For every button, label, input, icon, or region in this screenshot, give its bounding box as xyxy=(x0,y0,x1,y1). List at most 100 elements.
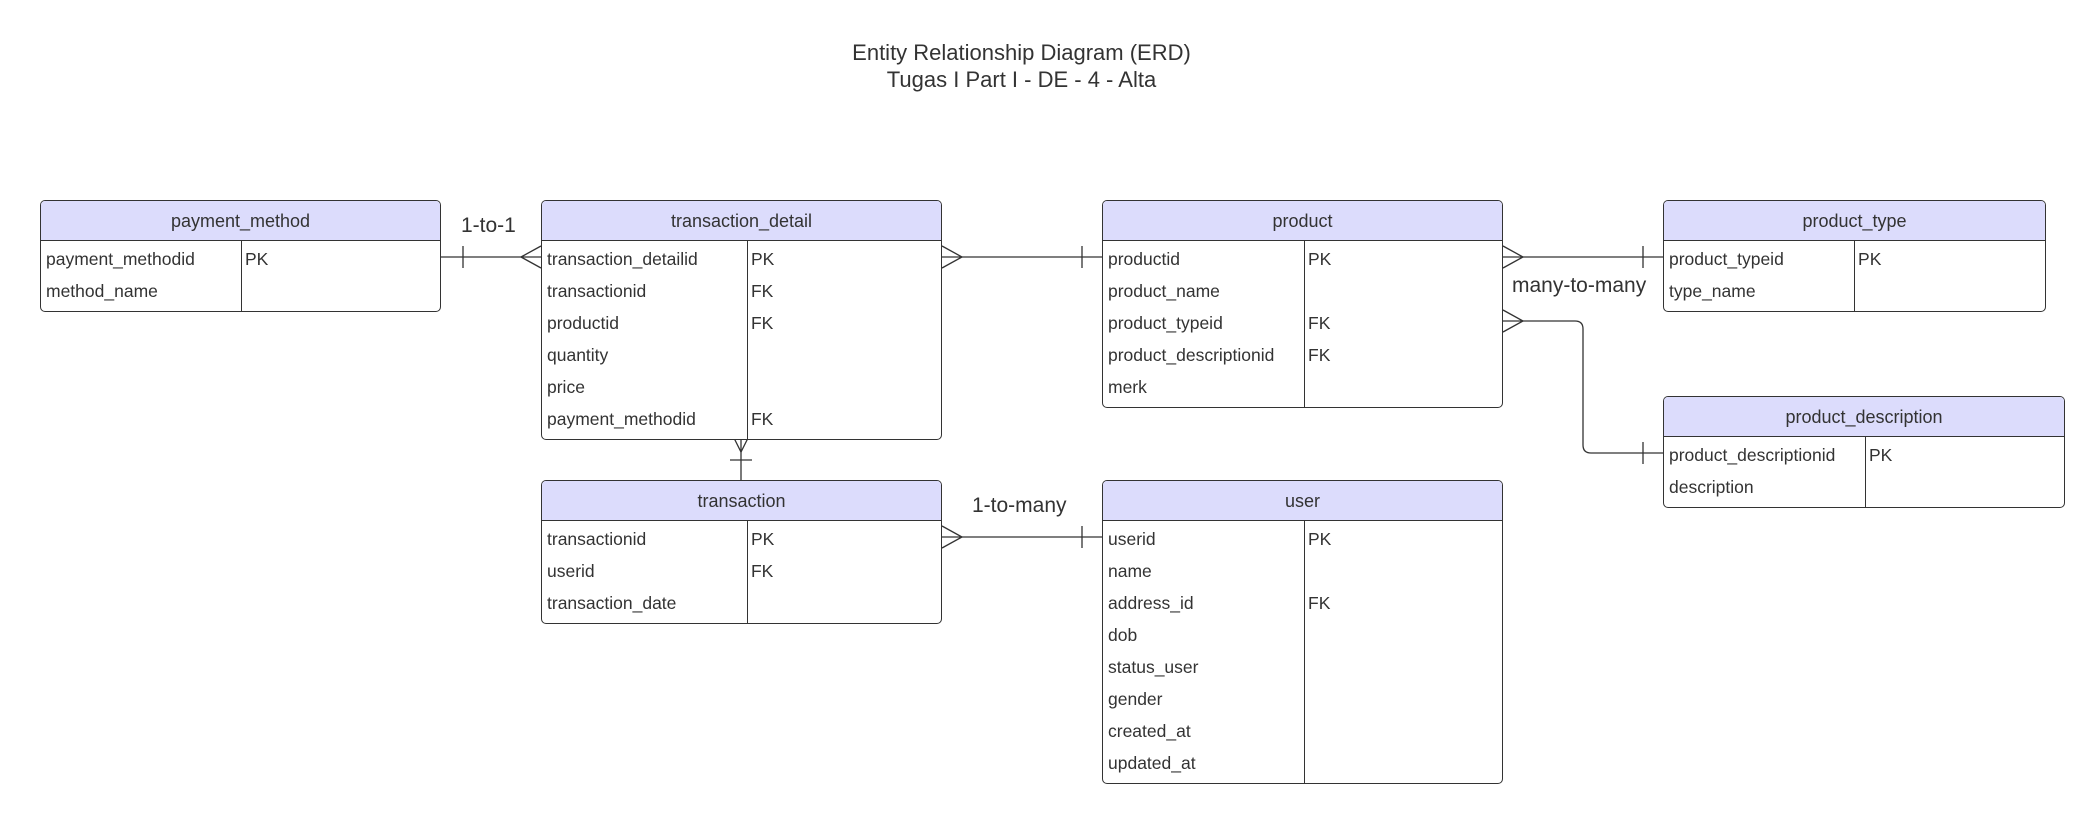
column-divider xyxy=(1304,241,1305,407)
field-name: created_at xyxy=(1108,721,1191,741)
field-key: FK xyxy=(750,313,774,333)
entity-body: payment_methodid PK method_name xyxy=(41,241,440,311)
field-key xyxy=(1303,555,1502,587)
connector-product-to-description xyxy=(1503,320,1663,454)
field-name: userid xyxy=(547,561,595,581)
entity-row[interactable]: status_user xyxy=(1103,651,1502,683)
field-name: method_name xyxy=(46,281,158,301)
entity-row[interactable]: transactionid PK xyxy=(542,523,941,555)
column-divider xyxy=(1304,521,1305,783)
field-name: transactionid xyxy=(547,529,647,549)
field-name: quantity xyxy=(547,345,609,365)
crowfoot-marker xyxy=(941,245,964,269)
field-name: transaction_detailid xyxy=(547,249,698,269)
field-key xyxy=(746,587,941,619)
crowfoot-marker xyxy=(941,525,964,549)
field-name: dob xyxy=(1108,625,1138,645)
field-name: status_user xyxy=(1108,657,1199,677)
entity-body: product_descriptionid PK description xyxy=(1664,437,2064,507)
field-key xyxy=(1303,651,1502,683)
entity-row[interactable]: gender xyxy=(1103,683,1502,715)
crowfoot-marker xyxy=(1502,245,1525,269)
entity-row[interactable]: transaction_date xyxy=(542,587,941,619)
field-key xyxy=(1303,619,1502,651)
entity-row[interactable]: payment_methodid PK xyxy=(41,243,440,275)
field-key: PK xyxy=(1858,249,1882,269)
field-key: PK xyxy=(1308,249,1332,269)
field-key: PK xyxy=(750,249,775,269)
field-name: product_typeid xyxy=(1669,249,1784,269)
field-key: FK xyxy=(1308,313,1331,333)
entity-body: transactionid PK userid FK transaction_date xyxy=(542,521,941,623)
field-key: PK xyxy=(1869,445,1893,465)
field-name: gender xyxy=(1108,689,1163,709)
entity-header: product xyxy=(1103,201,1502,241)
entity-row[interactable]: updated_at xyxy=(1103,747,1502,779)
field-name: merk xyxy=(1108,377,1147,397)
field-name: transactionid xyxy=(547,281,647,301)
field-key xyxy=(1303,371,1502,403)
entity-row[interactable]: productid FK xyxy=(542,307,941,339)
field-key xyxy=(1303,275,1502,307)
entity-header: payment_method xyxy=(41,201,440,241)
column-divider xyxy=(1854,241,1855,311)
field-key xyxy=(746,339,941,371)
entity-row[interactable]: product_typeid FK xyxy=(1103,307,1502,339)
entity-row[interactable]: created_at xyxy=(1103,715,1502,747)
label-many-to-many: many-to-many xyxy=(1512,274,1647,297)
entity-row[interactable]: product_typeid PK xyxy=(1664,243,2045,275)
diagram-title: Entity Relationship Diagram (ERD) xyxy=(852,40,1191,65)
entity-row[interactable]: product_descriptionid PK xyxy=(1664,439,2064,471)
entity-row[interactable]: name xyxy=(1103,555,1502,587)
field-key: PK xyxy=(245,249,269,269)
field-name: userid xyxy=(1108,529,1156,549)
column-divider xyxy=(1865,437,1866,507)
field-name: product_descriptionid xyxy=(1669,445,1836,465)
field-name: product_typeid xyxy=(1108,313,1223,333)
field-key: FK xyxy=(1308,345,1331,365)
column-divider xyxy=(747,241,748,439)
field-name: payment_methodid xyxy=(46,249,195,269)
field-name: product_name xyxy=(1108,281,1220,301)
entity-payment-method[interactable]: payment_method payment_methodid PK method_n… xyxy=(40,200,441,312)
crowfoot-marker xyxy=(520,245,542,269)
entity-row[interactable]: userid FK xyxy=(542,555,941,587)
diagram-subtitle: Tugas I Part I - DE - 4 - Alta xyxy=(886,67,1157,92)
field-key: PK xyxy=(750,529,775,549)
entity-header: transaction xyxy=(542,481,941,521)
field-key xyxy=(1303,747,1502,779)
label-one-to-one: 1-to-1 xyxy=(461,214,516,237)
field-name: transaction_date xyxy=(547,593,677,613)
field-key xyxy=(1864,471,2064,503)
field-name: productid xyxy=(547,313,619,333)
field-key: FK xyxy=(1308,593,1331,613)
entity-row[interactable]: product_name xyxy=(1103,275,1502,307)
field-key xyxy=(240,275,440,307)
entity-product-type[interactable]: product_type product_typeid PK type_name xyxy=(1663,200,2046,312)
crowfoot-marker xyxy=(1502,309,1525,333)
entity-row[interactable]: price xyxy=(542,371,941,403)
entity-row[interactable]: transaction_detailid PK xyxy=(542,243,941,275)
entity-row[interactable]: quantity xyxy=(542,339,941,371)
field-key: FK xyxy=(750,561,774,581)
entity-row[interactable]: merk xyxy=(1103,371,1502,403)
entity-header: user xyxy=(1103,481,1502,521)
entity-row[interactable]: description xyxy=(1664,471,2064,503)
entity-row[interactable]: dob xyxy=(1103,619,1502,651)
field-name: updated_at xyxy=(1108,753,1196,773)
entity-row[interactable]: method_name xyxy=(41,275,440,307)
entity-row[interactable]: type_name xyxy=(1664,275,2045,307)
entity-header: product_type xyxy=(1664,201,2045,241)
